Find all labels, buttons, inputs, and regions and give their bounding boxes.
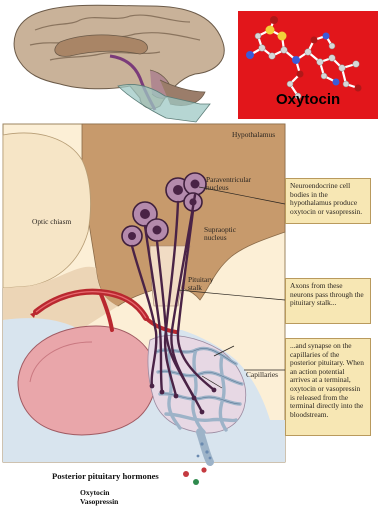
posterior-pituitary-hormones-title: Posterior pituitary hormones: [52, 471, 159, 481]
pituitary-stalk-label: Pituitary stalk: [188, 276, 228, 292]
hypothalamus-label: Hypothalamus: [232, 131, 275, 139]
callout-synapse-release: ...and synapse on the capillaries of the…: [285, 338, 371, 436]
oxytocin-title: Oxytocin: [276, 91, 340, 108]
supraoptic-nucleus-label: Supraoptic nucleus: [204, 226, 252, 242]
brain-sagittal-icon: [14, 5, 224, 122]
hormone-list: Oxytocin Vasopressin: [80, 488, 118, 506]
callout-cell-bodies: Neuroendocrine cell bodies in the hypoth…: [285, 178, 371, 224]
paraventricular-nucleus-label: Paraventricular nucleus: [206, 176, 262, 192]
callout-axons: Axons from these neurons pass through th…: [285, 278, 371, 324]
hormone-oxytocin: Oxytocin: [80, 488, 118, 497]
capillaries-label: Capillaries: [246, 371, 278, 379]
hormone-vasopressin: Vasopressin: [80, 497, 118, 506]
optic-chiasm-label: Optic chiasm: [32, 218, 72, 226]
